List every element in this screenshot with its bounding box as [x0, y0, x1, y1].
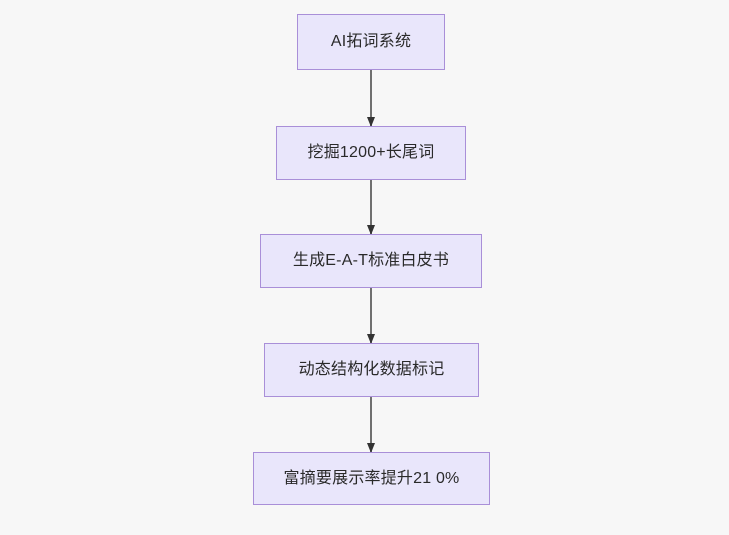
- flow-node-label: 挖掘1200+长尾词: [307, 144, 435, 162]
- flow-node-mine-longtail-keywords[interactable]: 挖掘1200+长尾词: [276, 126, 466, 180]
- flow-node-label: AI拓词系统: [330, 33, 412, 51]
- flow-node-rich-snippet-rate-increase[interactable]: 富摘要展示率提升21 0%: [253, 452, 490, 505]
- flow-node-generate-eat-whitepaper[interactable]: 生成E-A-T标准白皮书: [260, 234, 482, 288]
- flow-node-label: 动态结构化数据标记: [298, 361, 445, 379]
- flow-node-label: 生成E-A-T标准白皮书: [292, 252, 450, 270]
- flow-node-dynamic-structured-data-markup[interactable]: 动态结构化数据标记: [264, 343, 479, 397]
- flow-node-ai-keyword-system[interactable]: AI拓词系统: [297, 14, 445, 70]
- flow-node-label: 富摘要展示率提升21 0%: [283, 469, 460, 487]
